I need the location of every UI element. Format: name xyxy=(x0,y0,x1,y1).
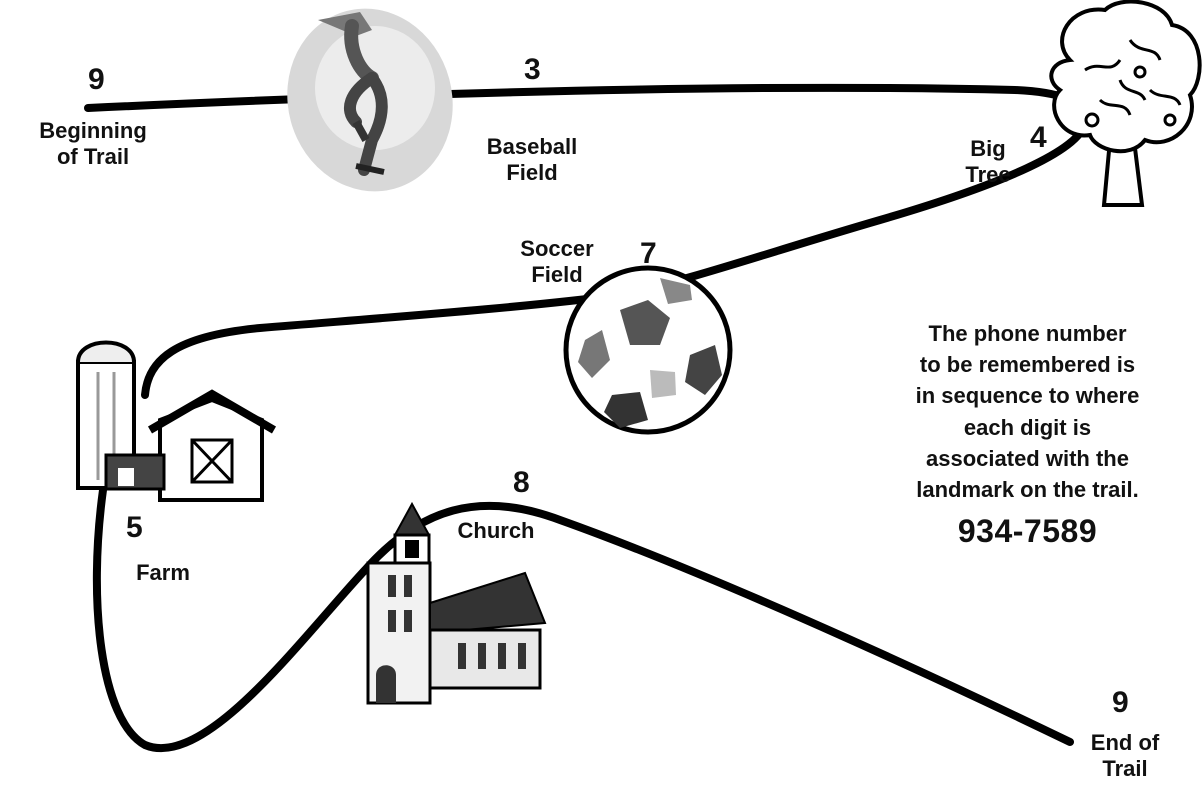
digit-soccer: 7 xyxy=(640,236,657,272)
digit-end: 9 xyxy=(1112,685,1129,721)
digit-church: 8 xyxy=(513,465,530,501)
explanation-caption: The phone number to be remembered is in … xyxy=(855,318,1200,555)
digit-baseball: 3 xyxy=(524,52,541,88)
soccer-ball-icon xyxy=(566,268,730,432)
label-church: Church xyxy=(436,518,556,544)
digit-big-tree: 4 xyxy=(1030,120,1047,156)
farm-silo-barn-icon xyxy=(78,343,274,501)
phone-number: 934-7589 xyxy=(855,509,1200,554)
label-baseball: Baseball Field xyxy=(462,134,602,187)
tree-icon xyxy=(1051,2,1199,205)
label-big-tree: Big Tree xyxy=(948,136,1028,189)
digit-farm: 5 xyxy=(126,510,143,546)
label-farm: Farm xyxy=(118,560,208,586)
label-beginning: Beginning of Trail xyxy=(18,118,168,171)
label-soccer: Soccer Field xyxy=(497,236,617,289)
baseball-player-icon xyxy=(267,0,473,210)
label-end: End of Trail xyxy=(1070,730,1180,783)
digit-beginning: 9 xyxy=(88,62,105,98)
